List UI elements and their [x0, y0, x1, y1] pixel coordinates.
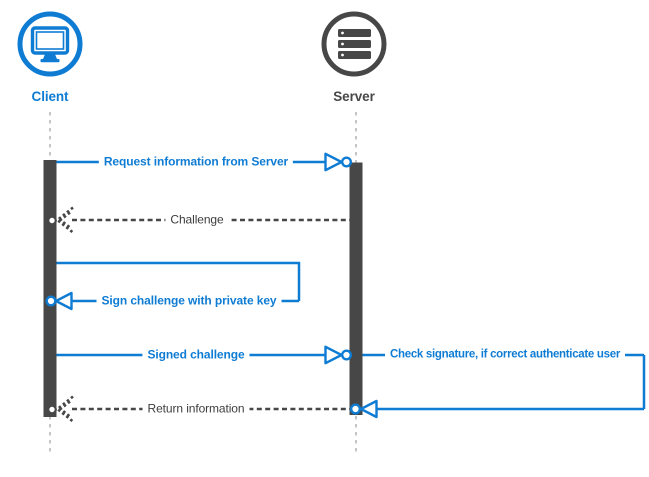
- endpoint-circle-icon: [350, 403, 362, 415]
- server-led: [341, 42, 344, 46]
- monitor-base: [40, 59, 60, 63]
- server-unit: [338, 40, 371, 48]
- message-label-challenge: Challenge: [165, 212, 229, 228]
- message-signed-challenge: [56, 345, 353, 365]
- server-actor-icon: [321, 11, 387, 77]
- dotted-arrowhead-left-icon: [55, 206, 74, 234]
- self-message-loop: [56, 261, 301, 301]
- client-actor-icon: [17, 11, 83, 77]
- open-arrowhead-right-icon: [324, 345, 343, 365]
- server-unit: [338, 29, 371, 37]
- server-stack-icon: [321, 11, 387, 77]
- open-arrowhead-left-icon: [359, 399, 378, 419]
- message-label-sign-challenge: Sign challenge with private key: [96, 293, 282, 309]
- endpoint-circle-icon: [341, 156, 353, 168]
- message-label-return-information: Return information: [142, 401, 250, 417]
- dotted-arrowhead-left-icon: [58, 400, 71, 418]
- message-check-signature: [350, 353, 646, 419]
- monitor-screen-inner: [35, 31, 65, 50]
- endpoint-circle-icon: [45, 295, 57, 307]
- open-arrowhead-left-icon: [54, 291, 73, 311]
- open-arrowhead-right-icon: [324, 152, 343, 172]
- server-activation-bar: [349, 162, 363, 415]
- dotted-arrowhead-left-icon: [58, 211, 71, 229]
- message-label-signed-challenge: Signed challenge: [142, 347, 250, 363]
- client-activation-bar: [43, 160, 57, 417]
- monitor-icon: [17, 11, 83, 77]
- server-actor-label: Server: [333, 89, 375, 104]
- dotted-arrowhead-left-icon: [55, 395, 74, 423]
- message-label-request-information: Request information from Server: [98, 154, 294, 170]
- endpoint-circle-icon: [47, 404, 57, 415]
- message-label-check-signature: Check signature, if correct authenticate…: [385, 347, 625, 363]
- server-led: [341, 31, 344, 35]
- server-unit: [338, 51, 371, 59]
- monitor-stand: [43, 53, 57, 59]
- client-actor-label: Client: [31, 89, 69, 104]
- endpoint-circle-icon: [341, 349, 353, 361]
- endpoint-circle-icon: [47, 215, 57, 226]
- server-led: [341, 53, 344, 57]
